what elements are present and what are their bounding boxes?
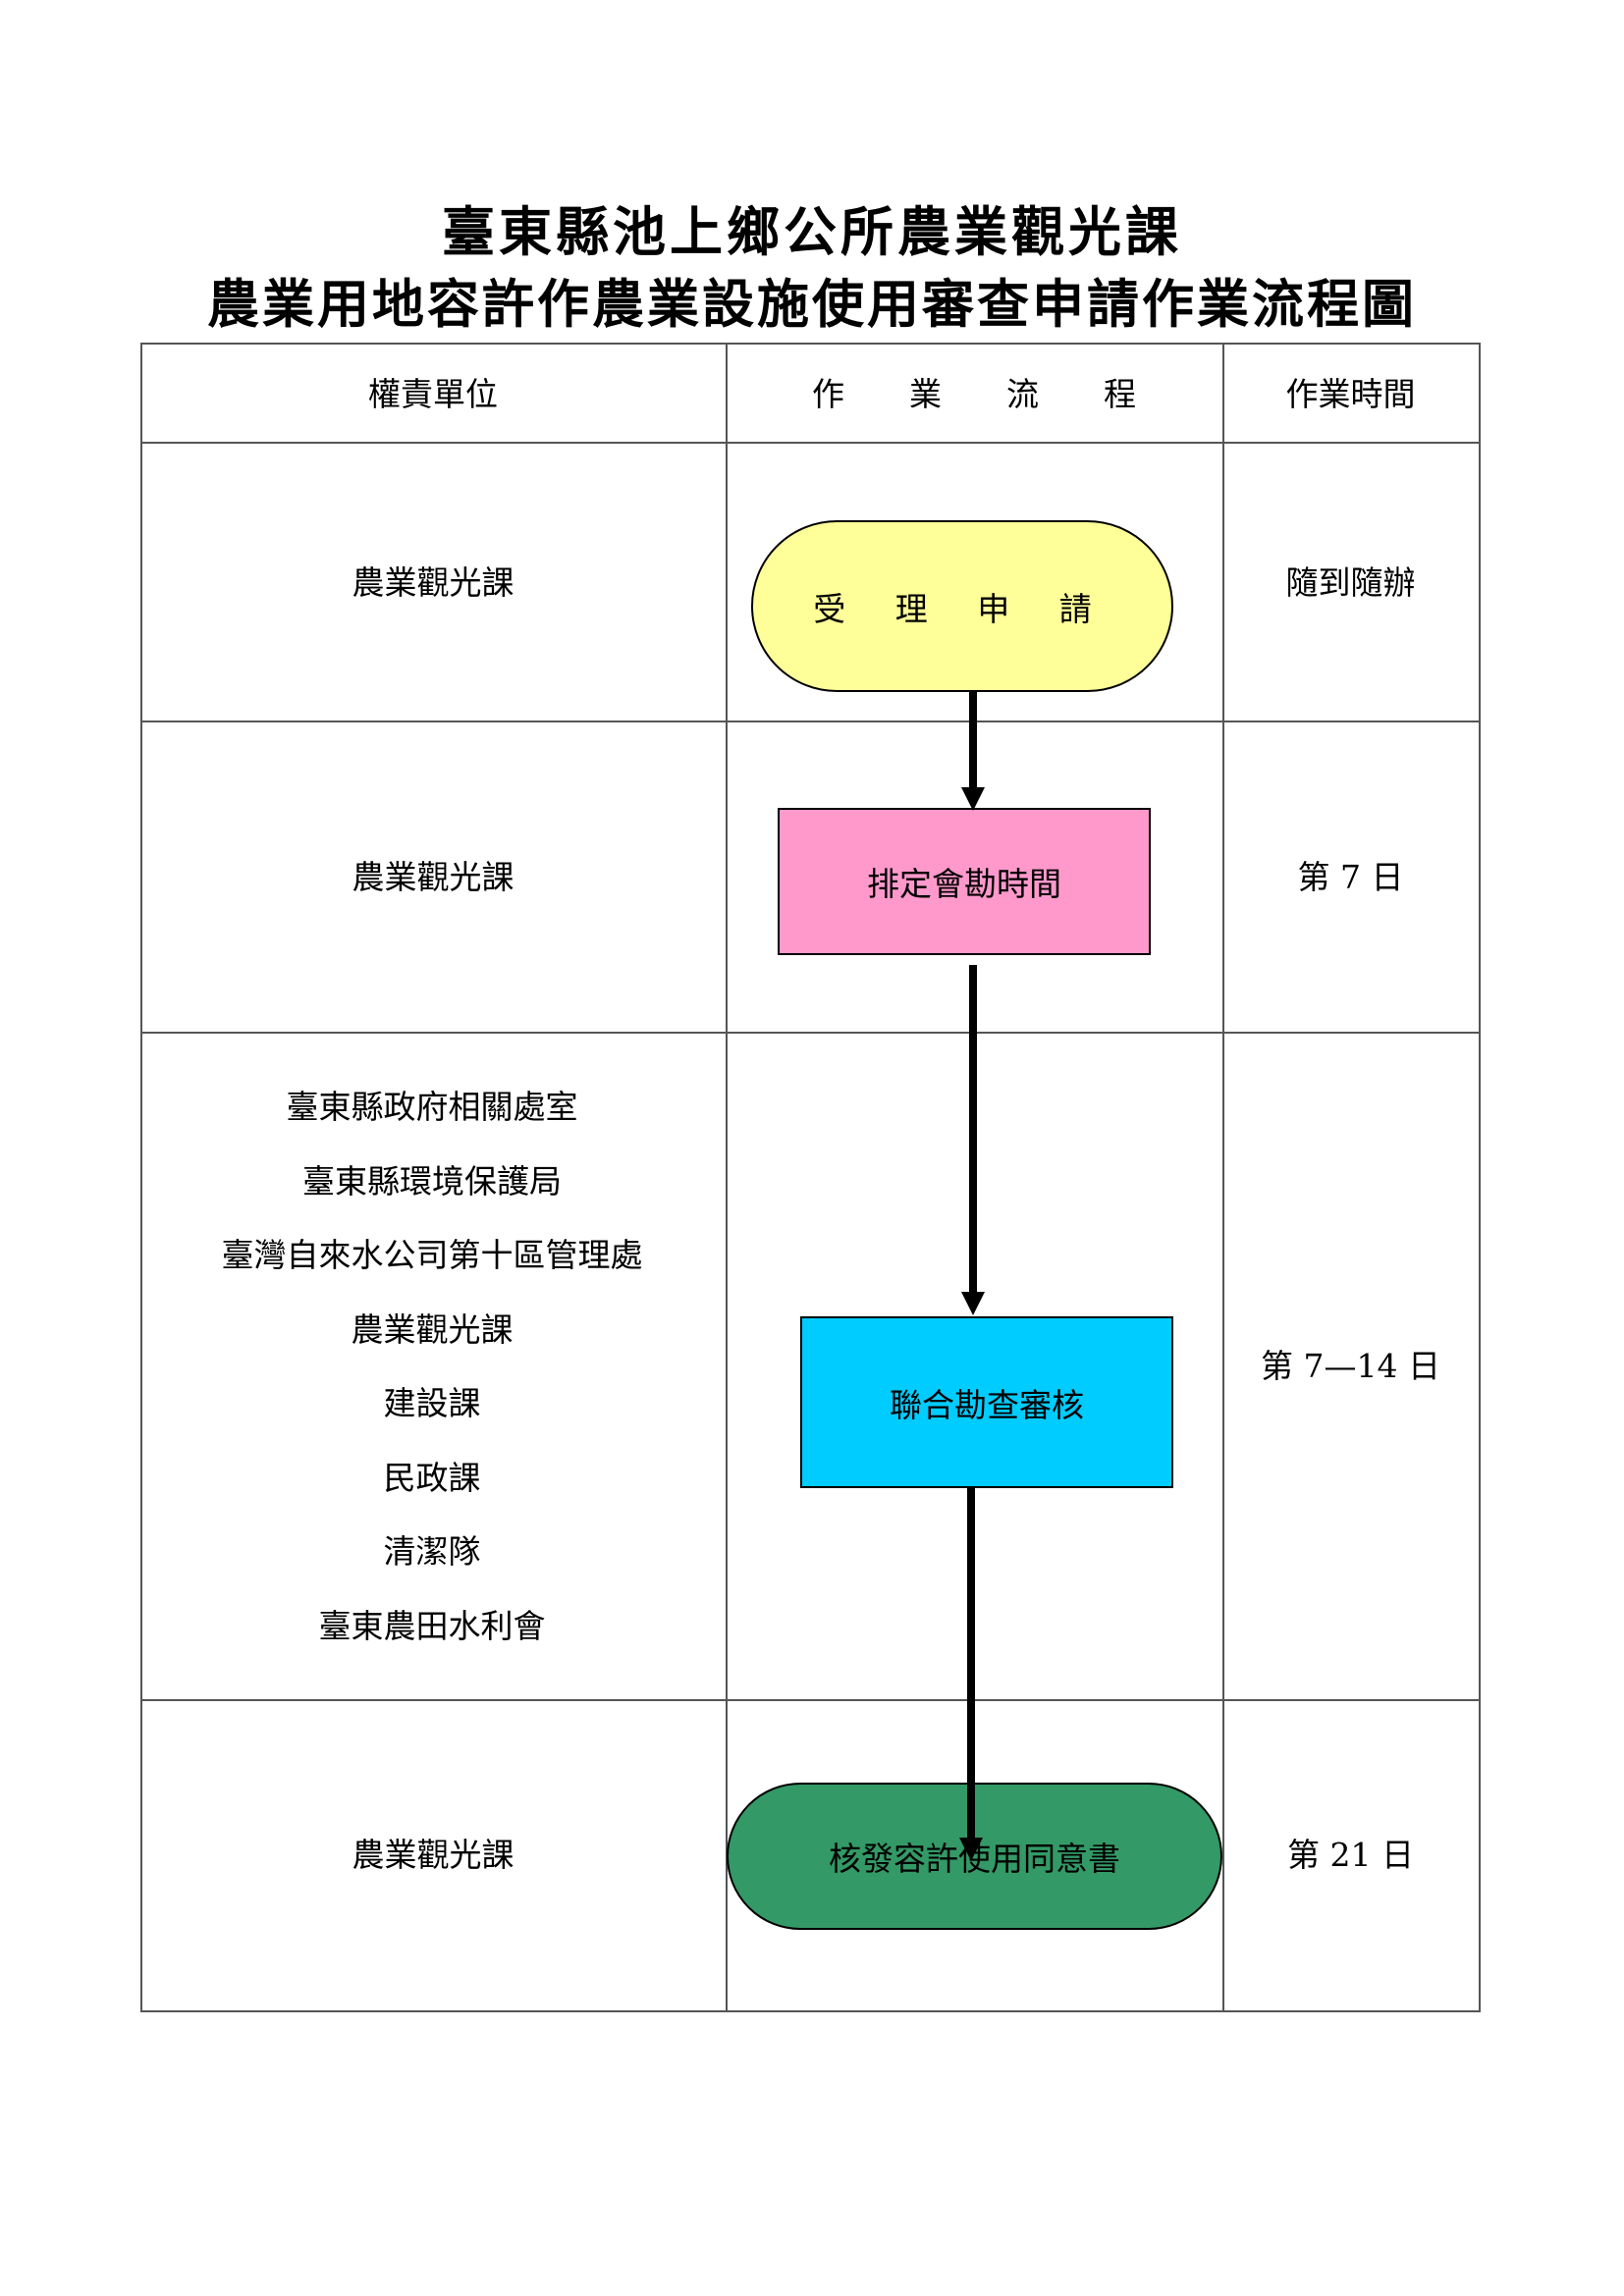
row-3-time: 第 7—14 日	[1261, 1347, 1440, 1385]
row-1-unit: 農業觀光課	[352, 563, 514, 602]
table-border-bottom	[140, 2010, 1480, 2012]
flow-node-joint-review: 聯合勘查審核	[800, 1316, 1173, 1488]
page-title: 臺東縣池上鄉公所農業觀光課	[442, 201, 1182, 263]
row-1-time: 隨到隨辦	[1285, 563, 1416, 602]
table-border-right	[1479, 343, 1481, 2012]
page-subtitle: 農業用地容許作農業設施使用審查申請作業流程圖	[207, 275, 1417, 335]
flow-node-schedule-inspection: 排定會勘時間	[778, 808, 1151, 955]
flow-arrow	[959, 1488, 983, 1861]
flow-node-accept-application: 受 理 申 請	[751, 520, 1173, 692]
row-3-unit: 清潔隊	[383, 1532, 481, 1571]
table-column-divider	[726, 343, 728, 2012]
header-flow: 作 業 流 程	[812, 375, 1136, 413]
row-3-unit: 臺東縣環境保護局	[302, 1161, 562, 1201]
table-header-divider	[140, 442, 1480, 444]
table-row-divider	[140, 1699, 1480, 1701]
row-3-unit-list: 臺東縣政府相關處室 臺東縣環境保護局 臺灣自來水公司第十區管理處 農業觀光課 建…	[140, 1091, 724, 1683]
row-4-unit: 農業觀光課	[352, 1836, 514, 1874]
row-3-unit: 臺灣自來水公司第十區管理處	[221, 1236, 643, 1274]
table-border-left	[140, 343, 142, 2012]
row-3-unit: 建設課	[383, 1384, 481, 1422]
header-unit: 權責單位	[368, 375, 498, 413]
row-3-unit: 農業觀光課	[351, 1309, 514, 1349]
flow-node-label: 受 理 申 請	[813, 589, 1111, 628]
row-3-unit: 臺東縣政府相關處室	[286, 1088, 578, 1126]
row-4-time: 第 21 日	[1287, 1836, 1414, 1874]
header-time: 作業時間	[1285, 375, 1416, 413]
flow-node-label: 排定會勘時間	[867, 865, 1061, 903]
table-row-divider	[140, 721, 1480, 722]
row-3-unit: 民政課	[383, 1458, 481, 1497]
row-3-unit: 臺東農田水利會	[318, 1606, 546, 1645]
table-column-divider	[1222, 343, 1224, 2012]
row-2-time: 第 7 日	[1297, 858, 1404, 896]
table-row-divider	[140, 1032, 1480, 1034]
flow-node-label: 聯合勘查審核	[890, 1385, 1084, 1424]
flow-arrow	[961, 692, 985, 811]
flow-arrow	[961, 965, 985, 1315]
row-2-unit: 農業觀光課	[352, 858, 514, 896]
table-border-top	[140, 343, 1480, 345]
